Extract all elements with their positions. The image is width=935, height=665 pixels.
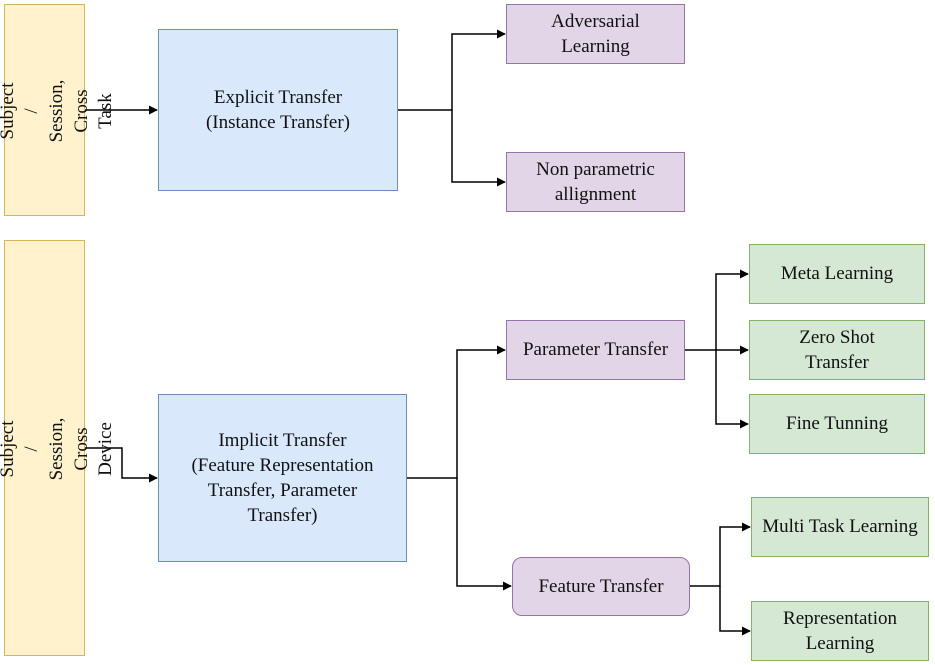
group-label-cross-device: Cross Subject / Session, Cross Device xyxy=(0,417,117,481)
arrow-explicit-to-adversarial xyxy=(398,29,506,111)
node-representation-learning-label: Representation Learning xyxy=(783,607,897,654)
arrow-feature-to-representation xyxy=(719,586,751,636)
arrow-parameter-to-finetune xyxy=(715,350,749,429)
node-explicit-transfer-label: Explicit Transfer (Instance Transfer) xyxy=(205,86,351,133)
arrow-implicit-to-feature xyxy=(456,478,512,591)
node-zero-shot-transfer: Zero Shot Transfer xyxy=(749,320,925,380)
arrow-explicit-to-nonparam xyxy=(451,110,506,187)
node-adversarial-learning: Adversarial Learning xyxy=(506,4,685,64)
node-meta-learning-label: Meta Learning xyxy=(780,263,894,285)
node-multi-task-learning-label: Multi Task Learning xyxy=(762,516,918,538)
node-feature-transfer-label: Feature Transfer xyxy=(538,575,664,597)
group-box-cross-device: Cross Subject / Session, Cross Device xyxy=(0,240,116,656)
arrow-implicit-to-parameter xyxy=(407,345,506,479)
node-meta-learning: Meta Learning xyxy=(749,244,925,304)
node-non-parametric-alignment-label: Non parametric allignment xyxy=(536,158,655,205)
node-explicit-transfer: Explicit Transfer (Instance Transfer) xyxy=(158,29,398,191)
arrow-feature-to-multitask xyxy=(690,522,751,587)
node-implicit-transfer: Implicit Transfer (Feature Representatio… xyxy=(158,394,407,562)
node-non-parametric-alignment: Non parametric allignment xyxy=(506,152,685,212)
node-implicit-transfer-label: Implicit Transfer (Feature Representatio… xyxy=(191,429,374,527)
group-label-cross-task: Cross Subject / Session, Cross Task xyxy=(0,79,117,143)
node-adversarial-learning-label: Adversarial Learning xyxy=(551,10,640,57)
node-feature-transfer: Feature Transfer xyxy=(512,557,690,616)
node-fine-tuning-label: Fine Tunning xyxy=(786,413,888,435)
arrow-bottom-group-to-implicit xyxy=(85,447,158,483)
group-box-cross-task: Cross Subject / Session, Cross Task xyxy=(0,4,116,216)
node-fine-tuning: Fine Tunning xyxy=(749,394,925,454)
node-multi-task-learning: Multi Task Learning xyxy=(751,497,929,557)
node-parameter-transfer: Parameter Transfer xyxy=(506,320,685,380)
node-representation-learning: Representation Learning xyxy=(751,601,929,661)
arrow-parameter-to-meta xyxy=(715,269,749,350)
node-parameter-transfer-label: Parameter Transfer xyxy=(522,339,669,361)
node-zero-shot-transfer-label: Zero Shot Transfer xyxy=(799,326,875,373)
